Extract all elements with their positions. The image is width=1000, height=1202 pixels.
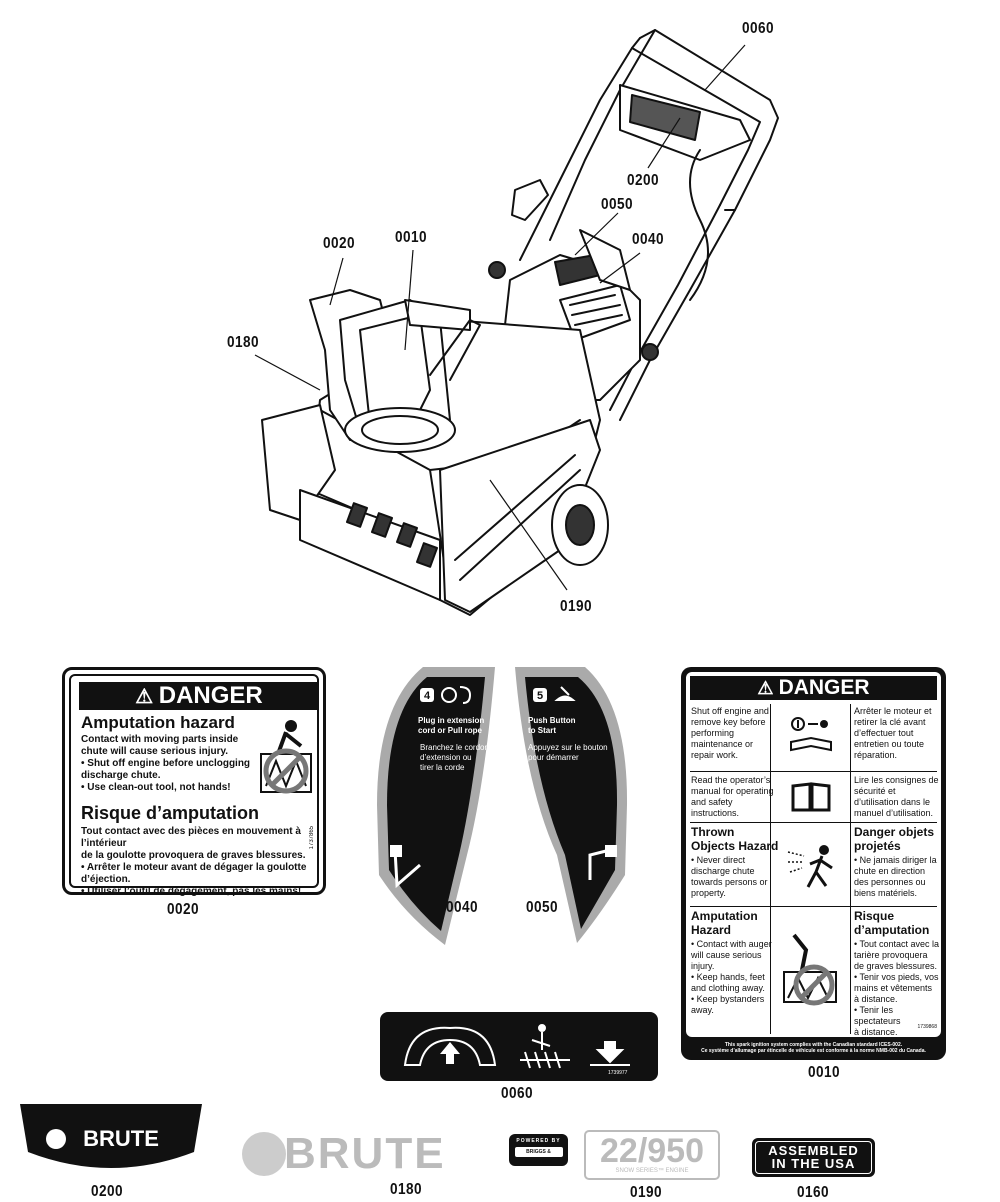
arrow-up-icon xyxy=(440,1042,460,1064)
callout-0020-top: 0020 xyxy=(323,235,355,252)
warning-triangle-icon: ⚠ xyxy=(135,686,159,708)
callout-0200: 0200 xyxy=(91,1183,123,1200)
row4-fr: • Tout contact avec la tarière provoquer… xyxy=(854,939,940,1037)
auger-prohibited-icon xyxy=(783,933,837,1006)
callout-0190-top: 0190 xyxy=(560,598,592,615)
callout-0050-top: 0050 xyxy=(601,196,633,213)
row2-fr: Lire les consignes de sécurité et d’util… xyxy=(854,775,939,818)
step-4-badge xyxy=(420,688,434,702)
thrown-objects-icon xyxy=(787,845,833,888)
decal-0050-text-fr: Appuyez sur le bouton pour démarrer xyxy=(528,743,608,762)
part-id: 1737865 xyxy=(309,826,315,850)
marker-4-icon xyxy=(390,845,402,857)
bail-handle-icon xyxy=(403,1026,497,1066)
callout-0180-top: 0180 xyxy=(227,334,259,351)
row3-en: • Never direct discharge chute towards p… xyxy=(691,855,768,898)
arrow-left-icon xyxy=(588,848,611,880)
part-id: 1739977 xyxy=(608,1070,628,1076)
bear-logo-icon xyxy=(242,1132,286,1176)
callout-0060: 0060 xyxy=(501,1085,533,1102)
text-fr: Tout contact avec des pièces en mouvemen… xyxy=(81,826,307,897)
brute-wordmark: BRUTE xyxy=(284,1129,446,1178)
snow-thrower-drawing xyxy=(254,29,779,616)
step-4-number: 4 xyxy=(424,690,431,702)
step-5-number: 5 xyxy=(537,690,543,702)
row1-fr: Arrêter le moteur et retirer la clé avan… xyxy=(854,706,932,760)
heading-en: Amputation hazard xyxy=(81,713,235,732)
decal-0050-text-en: Push Button to Start xyxy=(528,716,576,735)
callout-0010: 0010 xyxy=(808,1064,840,1081)
decal-0060-controls: 1739977 xyxy=(380,1012,658,1081)
callout-0200-top: 0200 xyxy=(627,172,659,189)
row4-en: • Contact with auger will cause serious … xyxy=(691,939,772,1015)
callout-0180: 0180 xyxy=(390,1181,422,1198)
danger-banner: ⚠ DANGER xyxy=(79,682,319,710)
text-en: Contact with moving parts inside chute w… xyxy=(81,734,251,793)
push-button-icon xyxy=(554,686,576,701)
key-off-manual-icon xyxy=(790,717,832,752)
callout-0020: 0020 xyxy=(167,901,199,918)
callout-0060-top: 0060 xyxy=(742,20,774,37)
callout-0190: 0190 xyxy=(630,1184,662,1201)
brute-wordmark: BRUTE xyxy=(83,1126,159,1151)
callout-0010-top: 0010 xyxy=(395,229,427,246)
row3-en-heading: Thrown Objects Hazard xyxy=(691,825,779,853)
chute-hand-prohibited-icon xyxy=(260,720,312,794)
callout-0040-top: 0040 xyxy=(632,231,664,248)
callout-0050: 0050 xyxy=(526,899,558,916)
assembled-usa-badge: ASSEMBLED IN THE USA xyxy=(752,1138,875,1177)
model-22-950-badge: 22/950 SNOW SERIES™ ENGINE xyxy=(584,1130,720,1180)
row1-en: Shut off engine and remove key before pe… xyxy=(691,706,769,760)
step-5-badge xyxy=(533,688,547,702)
briggs-stratton-badge: POWERED BY BRIGGS & STRATTON xyxy=(509,1134,568,1166)
row2-en: Read the operator’s manual for operating… xyxy=(691,775,774,818)
brute-badge-0200: BRUTE xyxy=(20,1104,202,1168)
danger-banner: ⚠ DANGER xyxy=(690,676,937,700)
row3-fr: • Ne jamais diriger la chute en directio… xyxy=(854,855,937,898)
decal-0010-danger: ⚠ DANGER Shut off engine and remove key … xyxy=(681,667,946,1060)
controls-pictograms xyxy=(403,1024,630,1069)
brute-logo-0180: BRUTE xyxy=(242,1130,487,1178)
callout-0040: 0040 xyxy=(446,899,478,916)
decal-pair-0040-0050: 4 5 xyxy=(377,667,628,945)
row4-en-heading: Amputation Hazard xyxy=(691,909,758,937)
decal-0020-amputation: ⚠ DANGER Amputation hazard Contact with … xyxy=(62,667,326,897)
auger-engage-icon xyxy=(520,1024,570,1069)
marker-5-icon xyxy=(605,845,617,857)
decal-0040-text-fr: Branchez le cordon d’extension ou tirer … xyxy=(420,743,489,772)
part-id: 1739868 xyxy=(917,1024,937,1030)
warning-triangle-icon: ⚠ xyxy=(757,678,779,698)
heading-fr: Risque d’amputation xyxy=(81,803,260,823)
bear-logo-icon xyxy=(46,1129,66,1149)
row3-fr-heading: Danger objets projetés xyxy=(854,825,935,853)
compliance-footer: This spark ignition system complies with… xyxy=(701,1042,926,1054)
callout-0160: 0160 xyxy=(797,1184,829,1201)
row4-fr-heading: Risque d’amputation xyxy=(854,909,930,937)
briggs-wordmark: BRIGGS & STRATTON xyxy=(514,1147,563,1165)
manual-book-icon xyxy=(791,782,831,812)
pull-rope-icon xyxy=(459,686,472,704)
plug-icon xyxy=(441,687,457,703)
decal-0040-text-en: Plug in extension cord or Pull rope xyxy=(418,716,485,735)
arrow-down-icon xyxy=(393,849,421,889)
model-number: 22/950 xyxy=(600,1132,704,1170)
release-down-icon xyxy=(590,1041,630,1066)
